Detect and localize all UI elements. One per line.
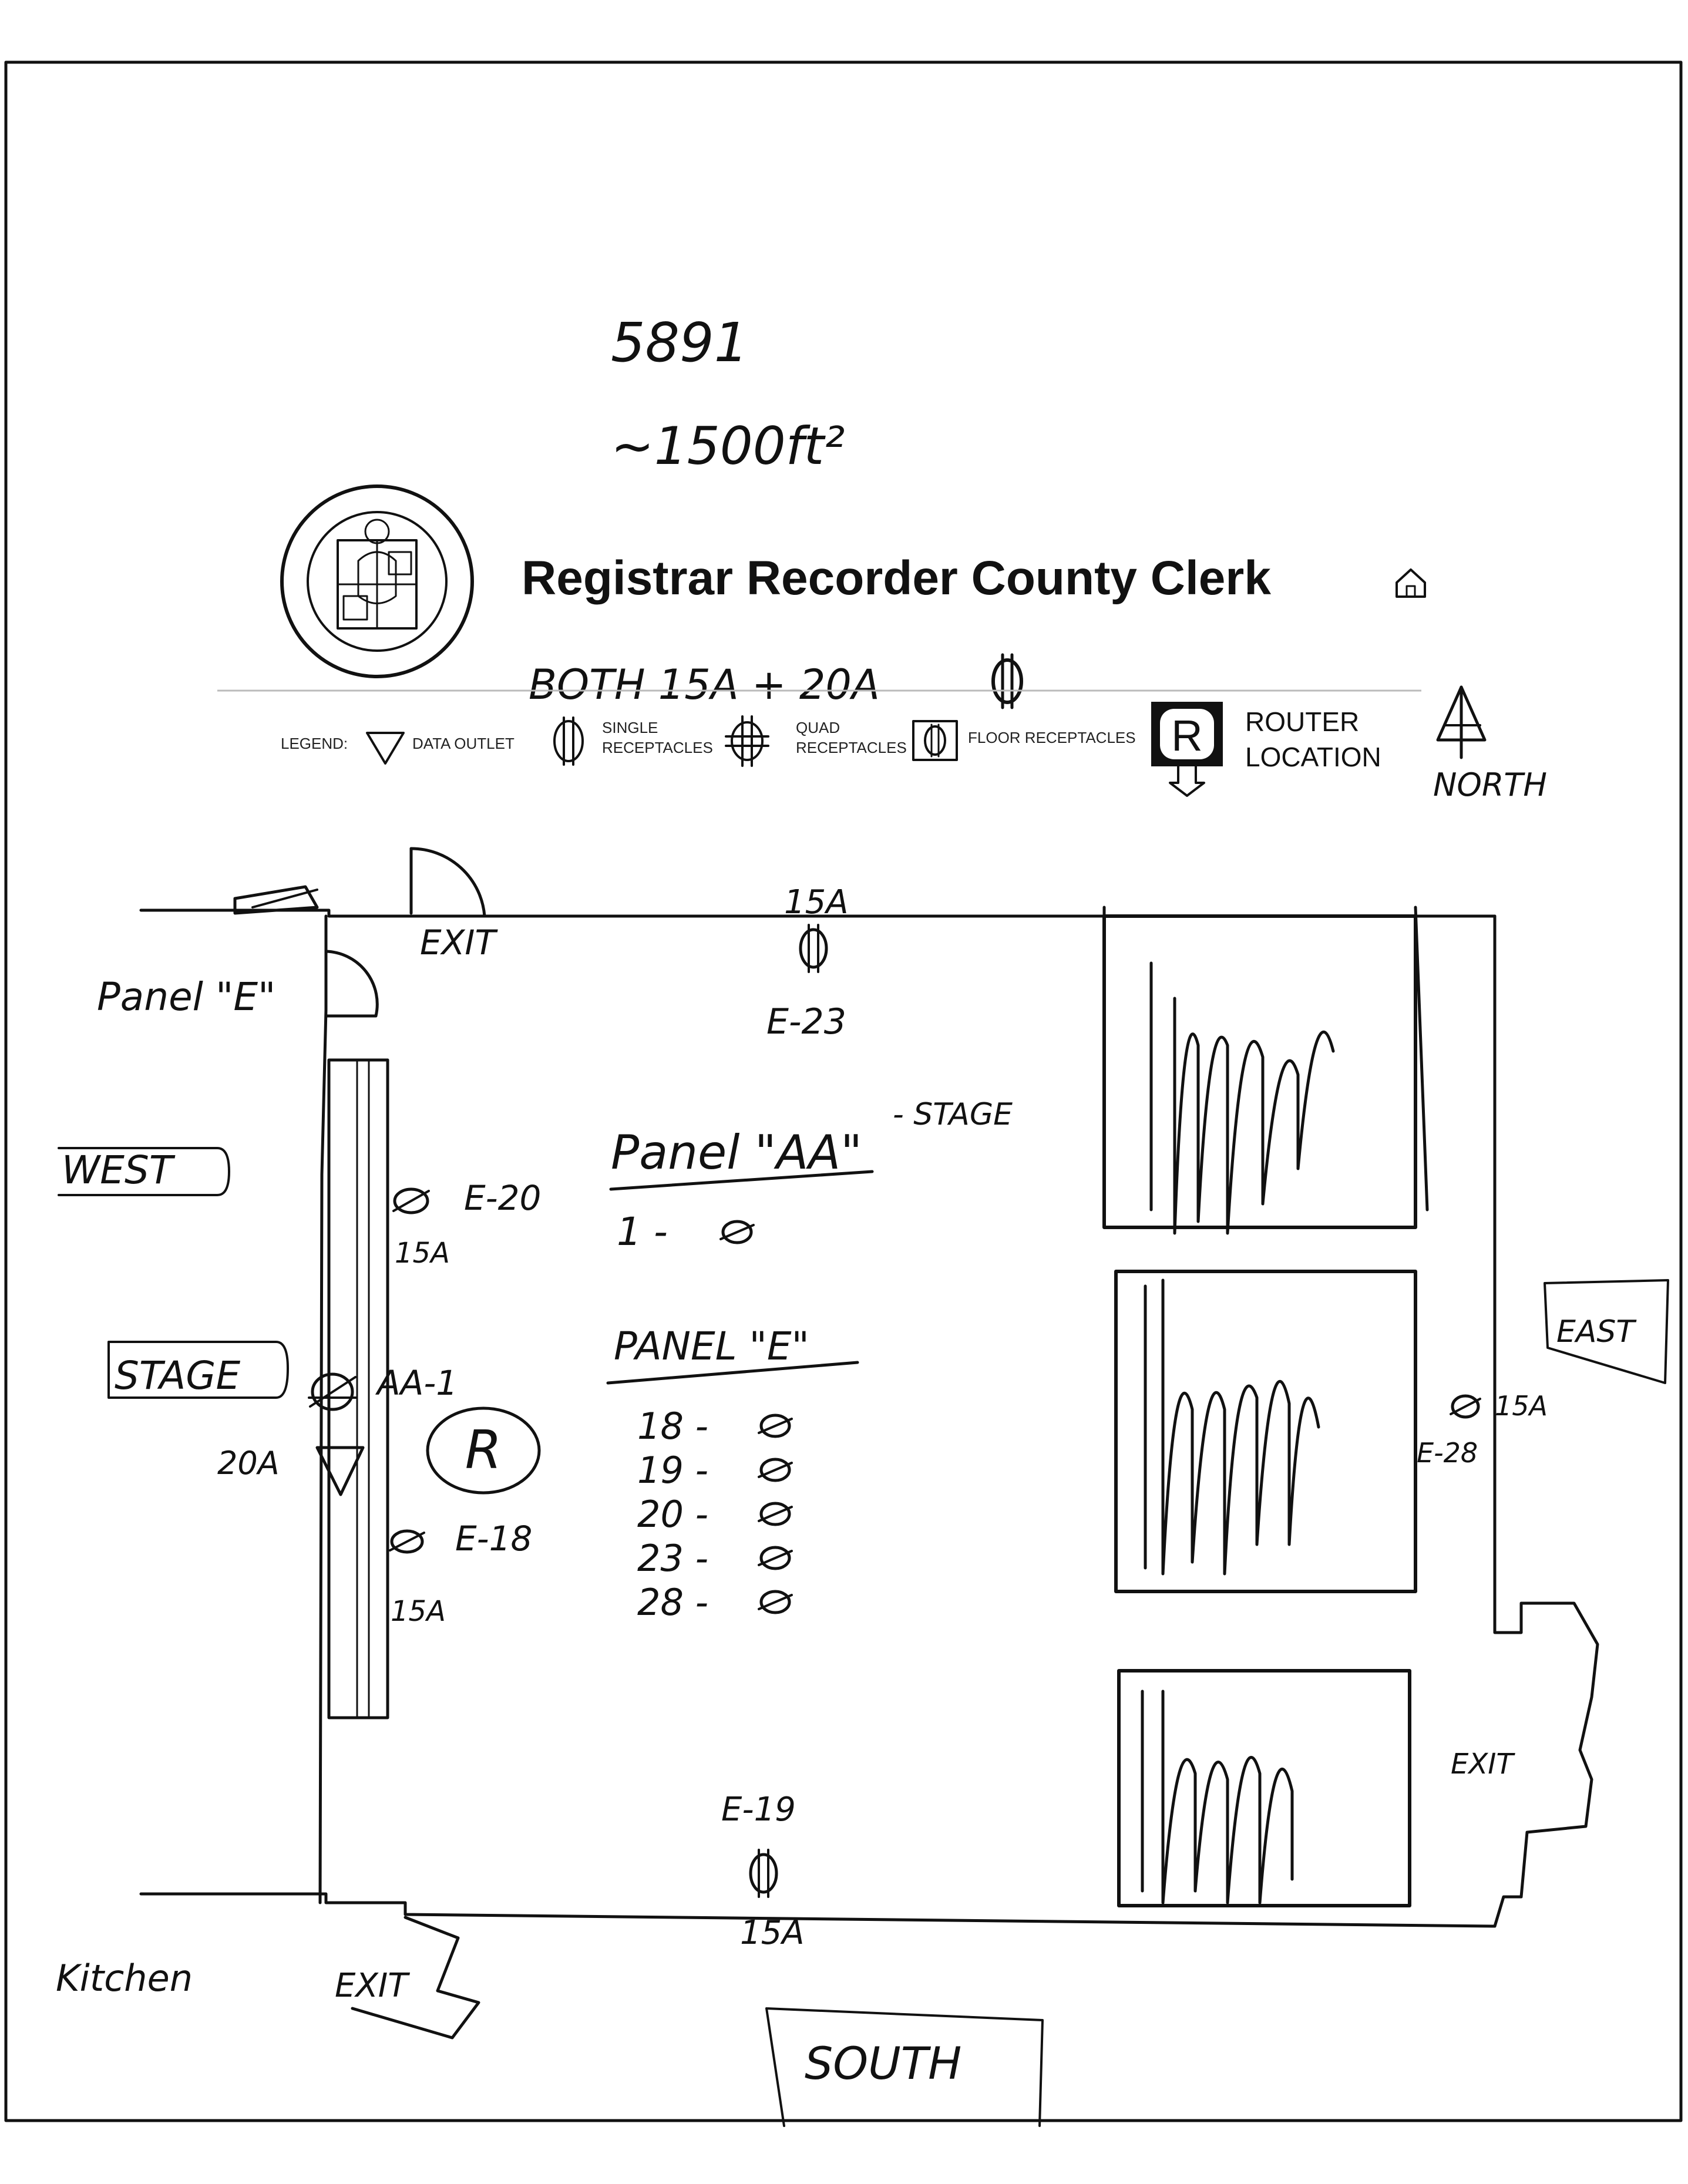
single-receptacle-icon (553, 716, 584, 766)
legend-floor: FLOOR RECEPTACLES (968, 729, 1136, 746)
county-seal-logo (280, 484, 474, 678)
east-exit-label: EXIT (1451, 1748, 1515, 1781)
legend-single-2: RECEPTACLES (602, 739, 713, 756)
east-label-group: EAST (1544, 1279, 1669, 1384)
sheet-number: 5891 (611, 311, 748, 374)
panel-e-receptacle-icon (759, 1458, 791, 1482)
west-door (324, 950, 379, 1018)
panel-e-box (233, 885, 319, 915)
e20-amp: 15A (395, 1237, 450, 1270)
east-wall (1493, 914, 1599, 1928)
stage-label-group: STAGE (107, 1341, 289, 1399)
panel-e-rows: 18 -19 -20 -23 -28 - (637, 1405, 793, 1624)
e23-amp: 15A (784, 883, 849, 921)
south-label-group: SOUTH (765, 2007, 1044, 2127)
panel-aa-receptacle-icon (721, 1220, 753, 1244)
panel-e-receptacle-slash (758, 1594, 793, 1610)
home-icon (1396, 568, 1426, 598)
panel-aa-underline (609, 1170, 874, 1191)
panel-e-receptacle-icon (759, 1546, 791, 1570)
south-label: SOUTH (805, 2037, 961, 2089)
router-legend-letter: R (1171, 711, 1202, 760)
seating-block-3 (1117, 1669, 1411, 1907)
north-exit-door (409, 847, 486, 918)
panel-e-label: Panel "E" (97, 974, 275, 1019)
e19-amp: 15A (740, 1914, 805, 1952)
router-marker (426, 1406, 541, 1495)
panel-e-receptacle-slash (758, 1462, 793, 1478)
panel-aa-row-label: 1 - (617, 1209, 668, 1254)
legend-data-outlet: DATA OUTLET (412, 735, 515, 752)
legend-quad-1: QUAD (796, 719, 840, 736)
legend-router-1: ROUTER (1245, 706, 1359, 737)
panel-e-receptacle-icon (759, 1502, 791, 1526)
north-arrow-icon (1436, 685, 1487, 759)
legend: LEGEND: DATA OUTLET SINGLE RECEPTACLES Q… (281, 685, 1547, 803)
e23-id: E-23 (766, 1001, 846, 1042)
both-amp-note: BOTH 15A + 20A (529, 661, 880, 709)
legend-quad-2: RECEPTACLES (796, 739, 907, 756)
panel-e-receptacle-slash (758, 1418, 793, 1434)
panel-e-row-label: 23 - (637, 1537, 708, 1580)
aa1-amp: 20A (217, 1445, 280, 1482)
area-note: ~1500ft² (611, 416, 845, 476)
panel-e-row-label: 28 - (637, 1581, 708, 1624)
aa1-data-outlet-icon (315, 1446, 365, 1496)
east-label: EAST (1556, 1314, 1637, 1350)
page-title: Registrar Recorder County Clerk (522, 551, 1271, 605)
aa1-id: AA-1 (375, 1363, 458, 1403)
floor-plan: Panel "E" EXIT WEST STAGE EAST (56, 847, 1669, 2127)
e20-id: E-20 (464, 1178, 541, 1218)
panel-e-receptacle-slash (758, 1506, 793, 1522)
aa1-receptacle-icon (308, 1372, 357, 1411)
router-marker-letter: R (465, 1419, 502, 1481)
floor-receptacle-icon (912, 720, 958, 761)
sheet-border (4, 60, 1683, 2122)
west-label: WEST (62, 1147, 176, 1193)
router-location-icon (1151, 702, 1223, 797)
panel-e-receptacle-icon (759, 1590, 791, 1614)
north-label: NORTH (1433, 766, 1547, 803)
e19-id: E-19 (721, 1791, 796, 1829)
panel-e-receptacle-slash (758, 1550, 793, 1566)
panel-e-underline (606, 1361, 859, 1385)
e28-id: E-28 (1417, 1437, 1478, 1469)
west-wall (318, 914, 328, 1904)
e28-amp: 15A (1495, 1390, 1548, 1422)
e18-receptacle-icon (389, 1529, 425, 1554)
panel-e-receptacle-icon (759, 1414, 791, 1438)
stage-platform (327, 1058, 389, 1719)
quad-receptacle-icon (725, 715, 769, 767)
e18-amp: 15A (391, 1595, 446, 1628)
panel-aa-heading: Panel "AA" (611, 1125, 862, 1180)
legend-label: LEGEND: (281, 735, 348, 752)
panel-e-row-label: 20 - (637, 1493, 708, 1536)
west-label-group: WEST (58, 1147, 230, 1196)
panel-aa-suffix: - STAGE (893, 1097, 1013, 1132)
seating-block-2 (1114, 1270, 1417, 1593)
e18-id: E-18 (455, 1519, 532, 1559)
panel-aa-receptacle-slash (719, 1224, 755, 1240)
legend-single-1: SINGLE (602, 719, 658, 736)
data-outlet-icon (366, 732, 405, 765)
south-wall (139, 1892, 1497, 1928)
seating-block-1 (1102, 906, 1429, 1235)
e19-single-receptacle-icon (749, 1849, 778, 1898)
south-exit-label: EXIT (335, 1967, 410, 2005)
panel-e-row-label: 19 - (637, 1449, 708, 1492)
legend-router-2: LOCATION (1245, 742, 1381, 772)
single-receptacle-note-icon (991, 653, 1023, 709)
south-exit (351, 1916, 480, 2040)
panel-e-row-label: 18 - (637, 1405, 708, 1448)
panel-e-heading: PANEL "E" (614, 1324, 809, 1369)
panel-aa-rows: 1 - (617, 1209, 755, 1254)
e20-receptacle-icon (392, 1187, 430, 1214)
north-exit-label: EXIT (420, 923, 498, 963)
e23-single-receptacle-icon (799, 924, 828, 973)
kitchen-label: Kitchen (56, 1957, 193, 2000)
e28-receptacle-icon (1450, 1394, 1481, 1419)
stage-label: STAGE (115, 1353, 240, 1398)
